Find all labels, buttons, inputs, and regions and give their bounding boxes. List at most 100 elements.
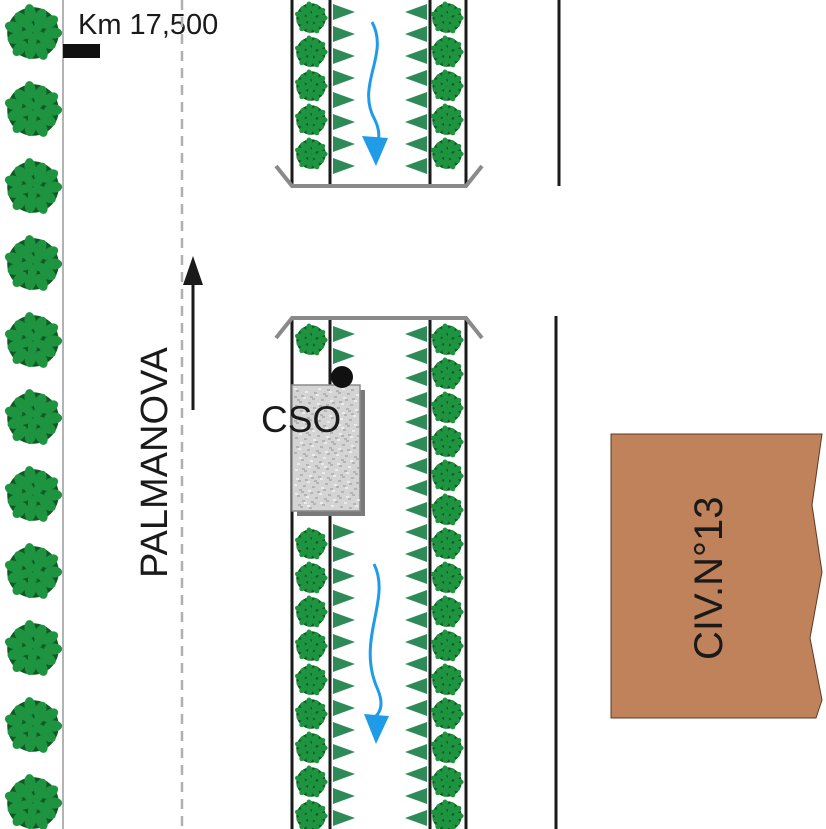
reed-triangle-icon: [333, 634, 355, 650]
reed-triangle-icon: [405, 26, 427, 42]
reed-triangle-icon: [405, 70, 427, 86]
reed-triangle-icon: [333, 158, 355, 174]
shrub-icon: [4, 466, 63, 522]
left-hedge-row: [4, 4, 63, 829]
reed-triangle-icon: [333, 744, 355, 760]
shrub-icon: [430, 493, 464, 526]
shrub-icon: [4, 389, 63, 445]
reed-triangle-icon: [333, 326, 355, 342]
reed-triangle-icon: [333, 810, 355, 826]
direction-arrowhead: [183, 256, 203, 285]
shrub-icon: [430, 459, 464, 492]
reed-triangle-icon: [405, 392, 427, 408]
shrub-icon: [4, 235, 63, 291]
shrub-icon: [430, 561, 464, 594]
reed-triangle-icon: [405, 744, 427, 760]
water-flow-arrow-icon: [368, 563, 383, 718]
shrub-icon: [294, 595, 328, 628]
shrub-icon: [430, 629, 464, 662]
reed-triangle-icon: [405, 136, 427, 152]
shrub-icon: [294, 137, 328, 170]
km-label: Km 17,500: [78, 9, 218, 41]
upper-channel-end-frame: [274, 164, 484, 188]
reed-triangle-icon: [405, 436, 427, 452]
reed-triangle-icon: [333, 546, 355, 562]
reed-triangle-icon: [405, 348, 427, 364]
shrub-icon: [294, 765, 328, 798]
shrub-icon: [430, 595, 464, 628]
reed-triangle-icon: [333, 4, 355, 20]
reed-triangle-icon: [405, 114, 427, 130]
reed-triangle-icon: [333, 26, 355, 42]
shrub-icon: [4, 4, 63, 60]
reed-triangle-icon: [405, 678, 427, 694]
reed-triangle-icon: [333, 92, 355, 108]
shrub-icon: [430, 1, 464, 34]
shrub-icon: [430, 391, 464, 424]
reed-triangle-icon: [405, 458, 427, 474]
shrub-icon: [430, 323, 464, 356]
reed-triangle-icon: [405, 480, 427, 496]
reed-triangle-icon: [405, 656, 427, 672]
shrub-icon: [294, 103, 328, 136]
shrub-icon: [430, 137, 464, 170]
shrub-icon: [430, 663, 464, 696]
reed-triangle-icon: [333, 590, 355, 606]
reed-triangle-icon: [333, 612, 355, 628]
shrub-icon: [430, 697, 464, 730]
cso-label: CSO: [261, 399, 341, 440]
reed-triangle-icon: [333, 48, 355, 64]
reed-triangle-icon: [333, 524, 355, 540]
shrub-icon: [430, 69, 464, 102]
shrub-icon: [430, 35, 464, 68]
shrub-icon: [4, 158, 63, 214]
lower-channel-end-frame: [274, 316, 484, 340]
reed-triangle-icon: [405, 92, 427, 108]
shrub-icon: [294, 799, 328, 829]
flow-arrowhead-upper: [362, 136, 388, 166]
reed-triangle-icon: [405, 4, 427, 20]
reed-triangle-icon: [333, 656, 355, 672]
shrub-icon: [430, 527, 464, 560]
reed-triangle-icon: [405, 810, 427, 826]
km-marker: [63, 44, 100, 58]
reed-triangle-icon: [333, 136, 355, 152]
shrub-icon: [430, 799, 464, 829]
direction-label: PALMANOVA: [134, 346, 176, 578]
reed-triangle-icon: [405, 568, 427, 584]
reed-triangle-icon: [333, 788, 355, 804]
shrub-icon: [430, 357, 464, 390]
shrub-icon: [430, 731, 464, 764]
reed-triangle-icon: [405, 370, 427, 386]
shrub-icon: [4, 81, 63, 137]
lower-channel: [274, 316, 484, 829]
building-civ-13: [610, 433, 823, 719]
reed-triangle-icon: [405, 612, 427, 628]
shrub-icon: [430, 765, 464, 798]
reed-triangle-icon: [333, 348, 355, 364]
shrub-icon: [4, 774, 63, 829]
reed-triangle-icon: [333, 766, 355, 782]
shrub-icon: [430, 103, 464, 136]
reed-triangle-icon: [405, 326, 427, 342]
shrub-icon: [294, 35, 328, 68]
reed-triangle-icon: [405, 700, 427, 716]
shrub-icon: [294, 323, 328, 356]
reed-triangle-icon: [333, 700, 355, 716]
reed-triangle-icon: [405, 590, 427, 606]
reed-triangle-icon: [405, 524, 427, 540]
reed-triangle-icon: [405, 502, 427, 518]
building-label: CIV.N°13: [687, 497, 731, 661]
reed-triangle-icon: [333, 114, 355, 130]
upper-channel: [274, 0, 484, 188]
shrub-icon: [294, 1, 328, 34]
flow-arrowhead-lower: [364, 714, 389, 744]
cso-chamber: [291, 384, 365, 516]
cso-manhole: [331, 366, 353, 388]
reed-triangle-icon: [333, 568, 355, 584]
reed-triangle-icon: [333, 722, 355, 738]
reed-triangle-icon: [405, 722, 427, 738]
shrub-icon: [4, 312, 63, 368]
shrub-icon: [4, 697, 63, 753]
